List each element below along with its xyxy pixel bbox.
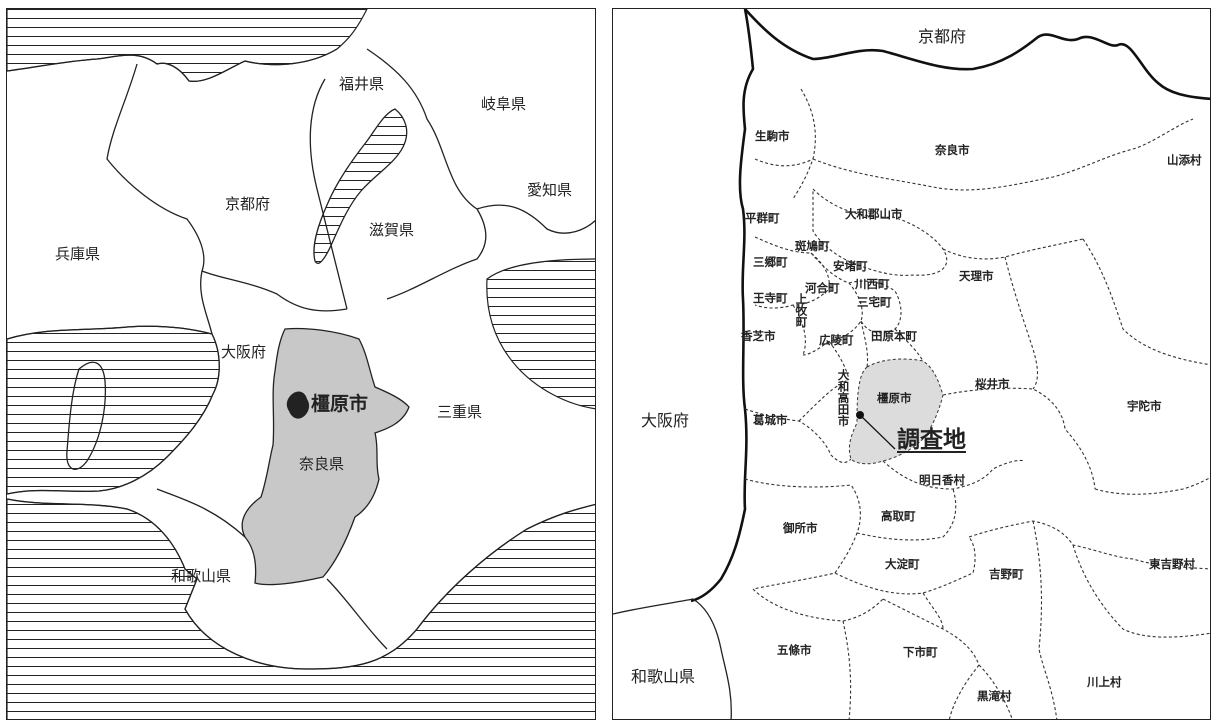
label-nara: 奈良県: [299, 455, 345, 473]
label-sango: 三郷町: [753, 255, 788, 269]
label-kyoto: 京都府: [918, 27, 967, 46]
label-sakurai: 桜井市: [975, 377, 1010, 391]
label-shiga: 滋賀県: [369, 221, 415, 239]
label-ikoma: 生駒市: [755, 129, 790, 143]
label-koryo: 広陵町: [819, 333, 854, 347]
border-osaka-wakayama: [613, 598, 732, 719]
label-wakayama: 和歌山県: [171, 567, 232, 585]
regional-map-svg: [7, 9, 595, 719]
border-nara-kyoto: [744, 9, 1210, 101]
label-tawaramoto: 田原本町: [871, 329, 917, 343]
muni-boundary-ikoma: [754, 88, 816, 200]
label-ando: 安堵町: [833, 259, 868, 273]
kashihara-marker: [286, 391, 310, 419]
muni-boundary-takatori: [856, 488, 957, 541]
sea-japan-sea: [7, 9, 368, 82]
coastline-kii: [7, 498, 595, 670]
label-yamazoe: 山添村: [1167, 153, 1202, 167]
sea-ise-bay: [486, 258, 595, 410]
kashihara-area: [848, 358, 944, 465]
label-kashiba: 香芝市: [741, 329, 776, 343]
nara-detail-map-svg: [613, 9, 1210, 719]
border-osaka-wakayama: [156, 488, 246, 538]
border-gifu-aichi: [476, 204, 595, 234]
muni-boundary-gojo: [752, 588, 884, 719]
border-wakayama-mie: [326, 578, 388, 650]
label-kashihara-city: 橿原市: [311, 393, 369, 415]
label-miyake: 三宅町: [857, 295, 892, 309]
label-gose: 御所市: [783, 521, 818, 535]
label-gojo: 五條市: [777, 643, 812, 657]
label-nara-city: 奈良市: [935, 143, 970, 157]
label-ikaruga: 斑鳩町: [795, 239, 830, 253]
label-higashiyoshino: 東吉野村: [1149, 557, 1195, 571]
muni-boundary-kawakami: [1032, 520, 1210, 719]
muni-boundary-kurotaki: [948, 664, 1013, 719]
nara-detail-map-panel: 京都府 生駒市 奈良市 山添村 平群町 大和郡山市 斑鳩町 三郷町 安堵町 河合…: [612, 8, 1211, 720]
muni-boundary-asuka: [882, 459, 1026, 490]
muni-boundary-nara-city: [812, 118, 1194, 191]
label-kanmaki: 上牧町: [794, 293, 809, 328]
border-hyogo-kyoto: [106, 63, 205, 272]
label-yamatotakada: 大和高田市: [836, 369, 851, 427]
label-kawai: 河合町: [805, 281, 840, 295]
border-osaka-hyogo: [200, 270, 213, 335]
coastline-osaka: [7, 325, 220, 495]
border-kyoto-shiga: [309, 78, 348, 310]
muni-boundary-west-towns: [754, 236, 902, 356]
border-kyoto-osaka: [201, 270, 348, 312]
label-takatori: 高取町: [881, 509, 916, 523]
muni-boundary-uda: [1082, 238, 1210, 495]
awaji-island: [66, 361, 107, 470]
label-oji: 王寺町: [753, 291, 788, 305]
label-heguri: 平群町: [745, 211, 780, 225]
label-hyogo: 兵庫県: [55, 245, 101, 263]
label-mie: 三重県: [437, 403, 483, 421]
label-osaka: 大阪府: [641, 411, 690, 430]
muni-boundary-shimoichi: [882, 592, 980, 666]
label-kyoto: 京都府: [225, 195, 271, 213]
label-kurotaki: 黒滝村: [977, 689, 1012, 703]
sea-osaka-bay: [7, 325, 220, 495]
label-katsuragi: 葛城市: [753, 413, 788, 427]
label-shimoichi: 下市町: [903, 645, 938, 659]
label-gifu: 岐阜県: [481, 95, 527, 113]
label-kashihara: 橿原市: [877, 391, 912, 405]
label-fukui: 福井県: [339, 75, 385, 93]
regional-map-panel: 福井県 岐阜県 愛知県 京都府 滋賀県 兵庫県 大阪府 橿原市 三重県 奈良県 …: [6, 8, 596, 720]
lake-biwa: [313, 108, 408, 264]
label-yoshino: 吉野町: [989, 567, 1024, 581]
muni-boundary-oyodo: [834, 536, 976, 595]
border-fukui-gifu: [366, 48, 478, 210]
survey-site-leader: [859, 414, 896, 450]
nara-prefecture-area: [241, 327, 410, 586]
label-tenri: 天理市: [959, 269, 994, 283]
muni-boundary-katsuragi: [744, 378, 852, 464]
label-kawanishi: 川西町: [855, 277, 890, 291]
coastline-west: [7, 48, 338, 82]
muni-boundary-tawaramoto: [828, 320, 924, 380]
muni-boundary-tenri-sakurai: [942, 238, 1096, 490]
label-survey-site: 調査地: [897, 427, 966, 453]
border-nara-osaka: [690, 9, 755, 603]
label-wakayama: 和歌山県: [631, 667, 696, 686]
border-shiga-mie: [386, 208, 487, 300]
label-uda: 宇陀市: [1127, 399, 1162, 413]
label-kawakami: 川上村: [1087, 675, 1122, 689]
label-osaka: 大阪府: [221, 343, 267, 361]
label-aichi: 愛知県: [527, 181, 573, 199]
label-oyodo: 大淀町: [885, 557, 920, 571]
label-yamatokoriyama: 大和郡山市: [845, 207, 903, 221]
label-asuka: 明日香村: [919, 473, 965, 487]
